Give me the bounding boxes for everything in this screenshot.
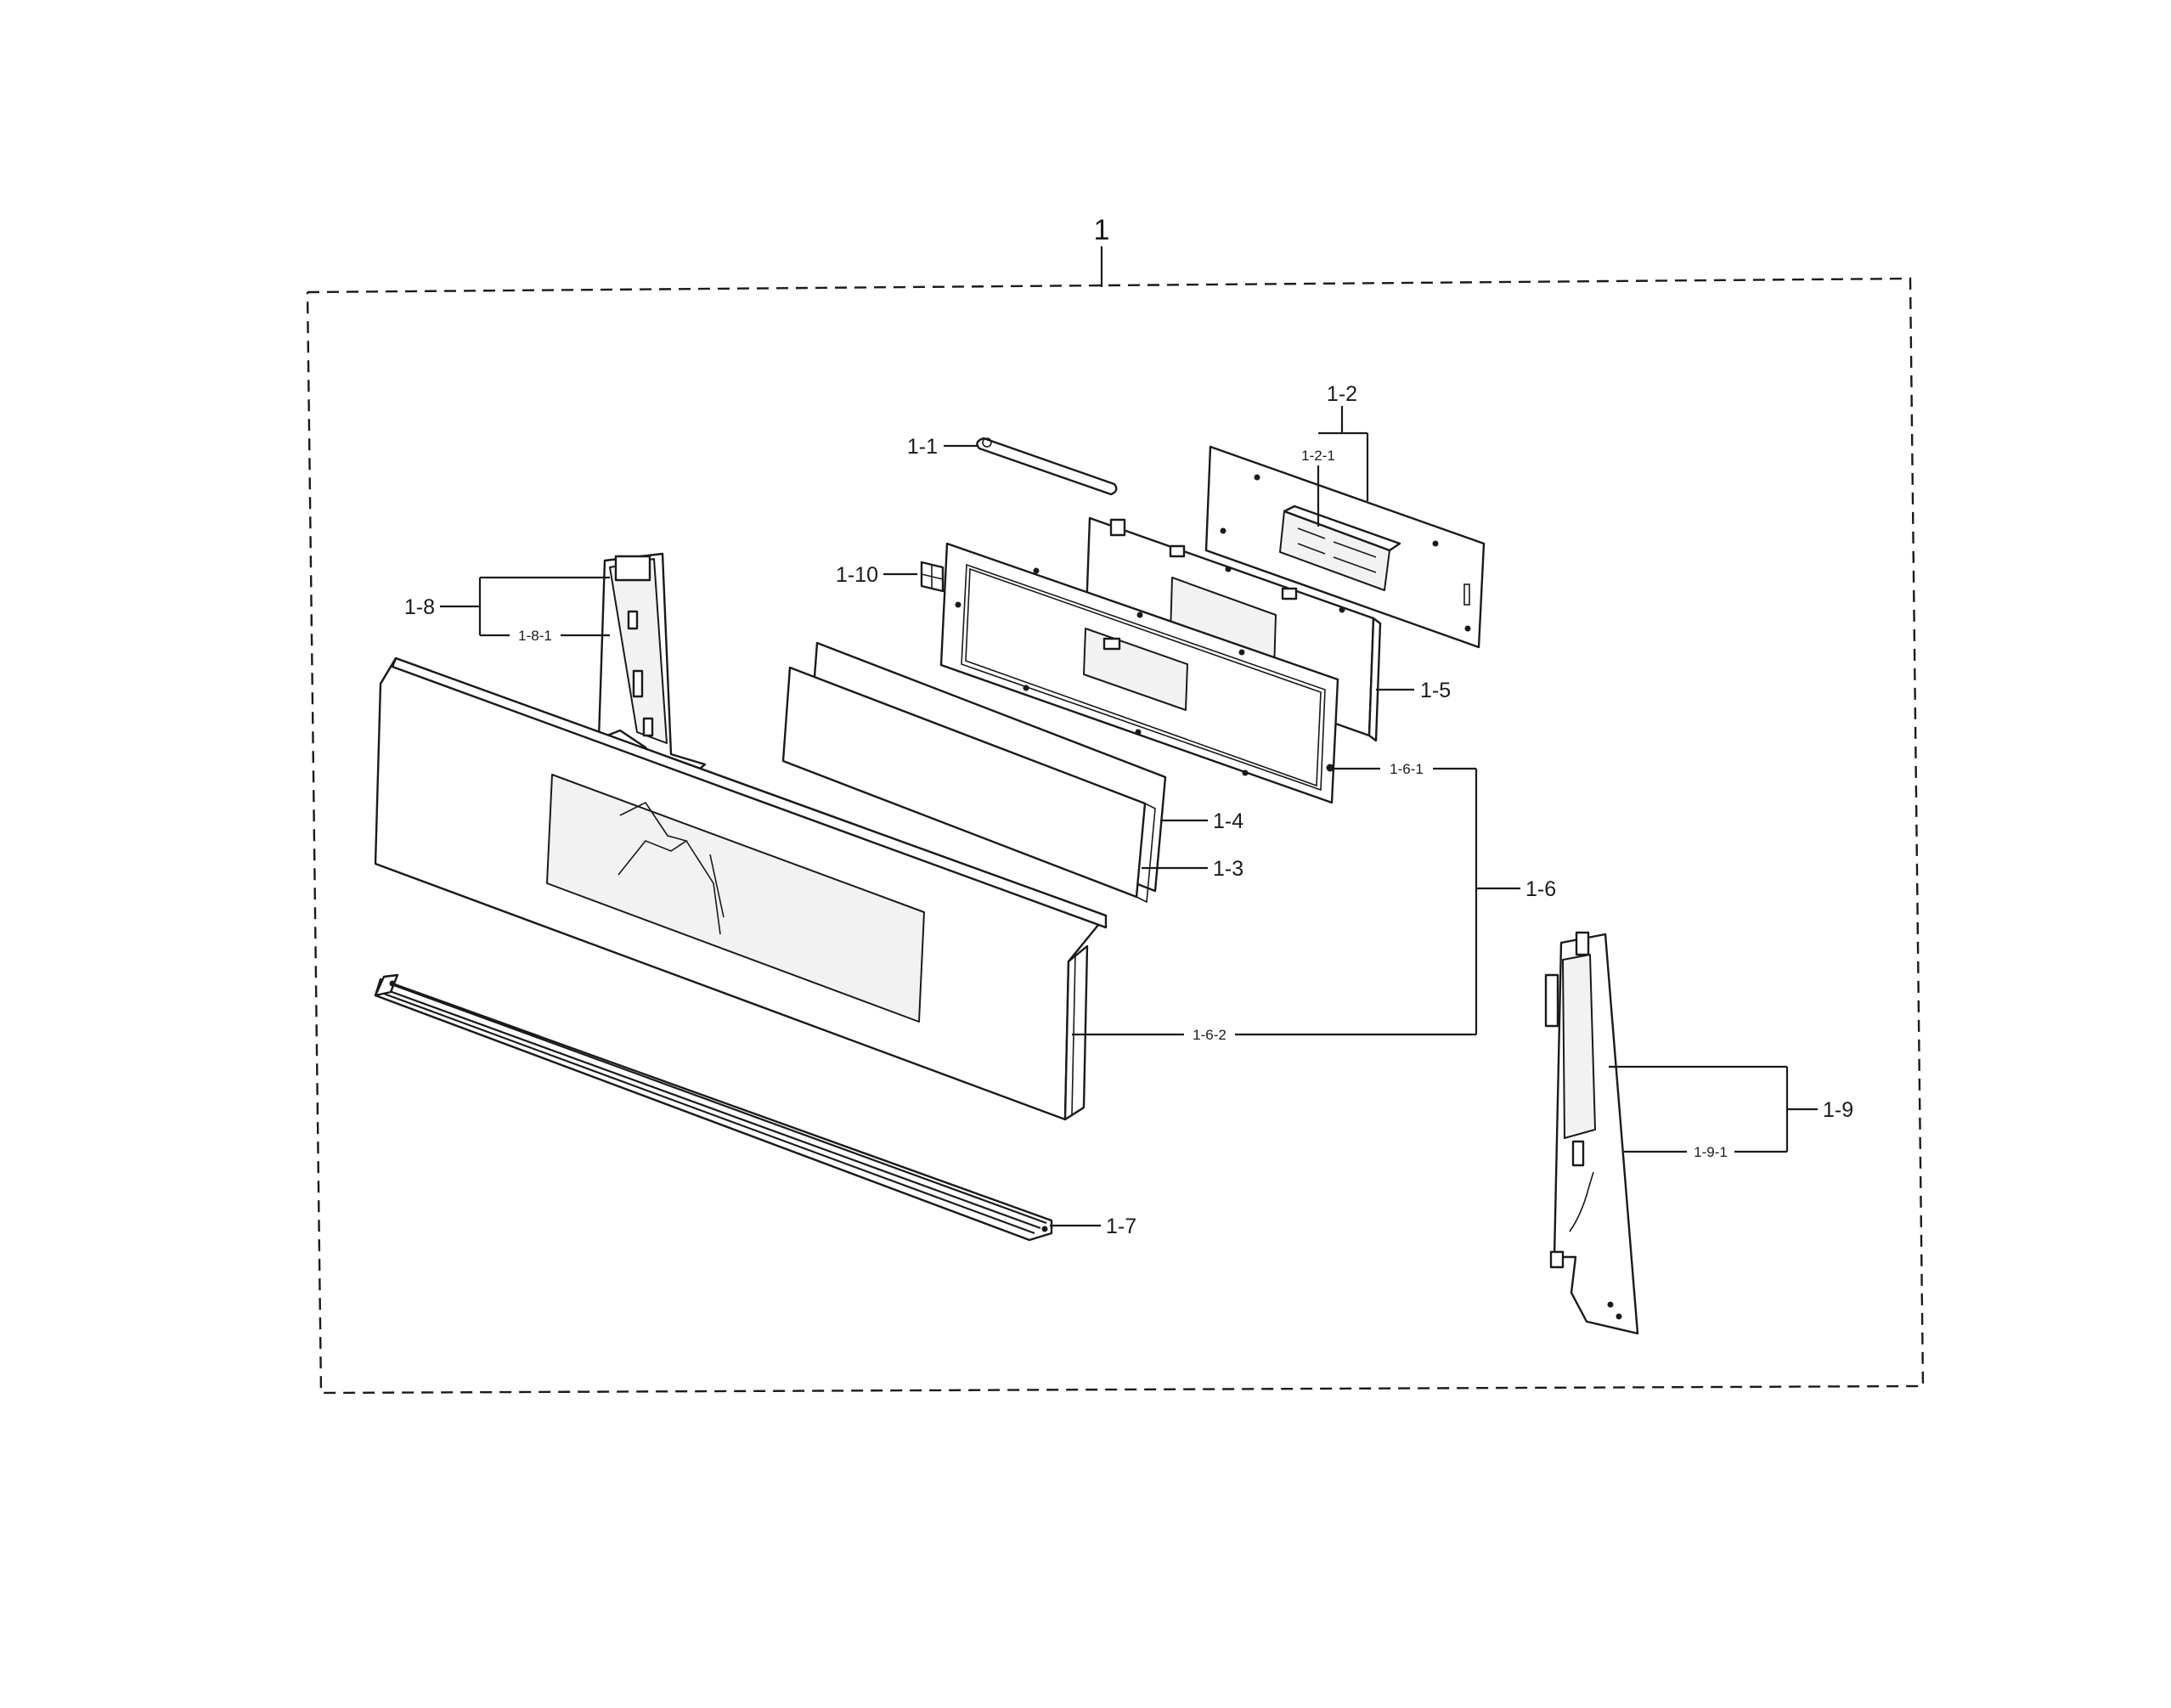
part-1-3-display-window [781, 666, 1156, 904]
callout-1-2: 1-2 [1327, 382, 1357, 406]
part-1-2-1-module [1279, 505, 1401, 591]
callout-1-1: 1-1 [907, 435, 938, 459]
part-1-10-connector [920, 561, 945, 593]
assembly-label: 1 [1094, 214, 1110, 246]
callout-1-7: 1-7 [1106, 1215, 1136, 1238]
callout-1-8: 1-8 [404, 595, 435, 619]
part-1-2-pcb-board [1204, 445, 1486, 649]
callout-1-5: 1-5 [1420, 679, 1451, 702]
callout-labels: 1 1-1 1-2 1-2-1 1-10 1-8 1-8-1 1-5 1-6-1… [404, 214, 1853, 1238]
callout-1-6: 1-6 [1525, 877, 1556, 901]
assembly-boundary [306, 246, 1925, 1395]
callout-1-6-1: 1-6-1 [1390, 761, 1424, 777]
part-1-9-right-bracket [1544, 931, 1639, 1335]
callout-1-9-1: 1-9-1 [1694, 1144, 1728, 1160]
part-1-1-strap [976, 437, 1118, 496]
callout-1-9: 1-9 [1823, 1098, 1853, 1122]
part-1-7-trim-strip [374, 973, 1053, 1242]
part-1-6-2-control-panel [374, 657, 1108, 1121]
callout-1-3: 1-3 [1213, 857, 1243, 881]
part-1-6-1-panel-frame [939, 542, 1339, 804]
part-1-8-left-bracket [597, 552, 707, 787]
callout-1-10: 1-10 [836, 563, 878, 587]
leader-lines [440, 406, 1818, 1227]
callout-1-8-1: 1-8-1 [518, 628, 552, 644]
callout-1-6-2: 1-6-2 [1193, 1027, 1226, 1043]
callout-1-2-1: 1-2-1 [1301, 448, 1335, 464]
callout-1-4: 1-4 [1213, 809, 1243, 833]
